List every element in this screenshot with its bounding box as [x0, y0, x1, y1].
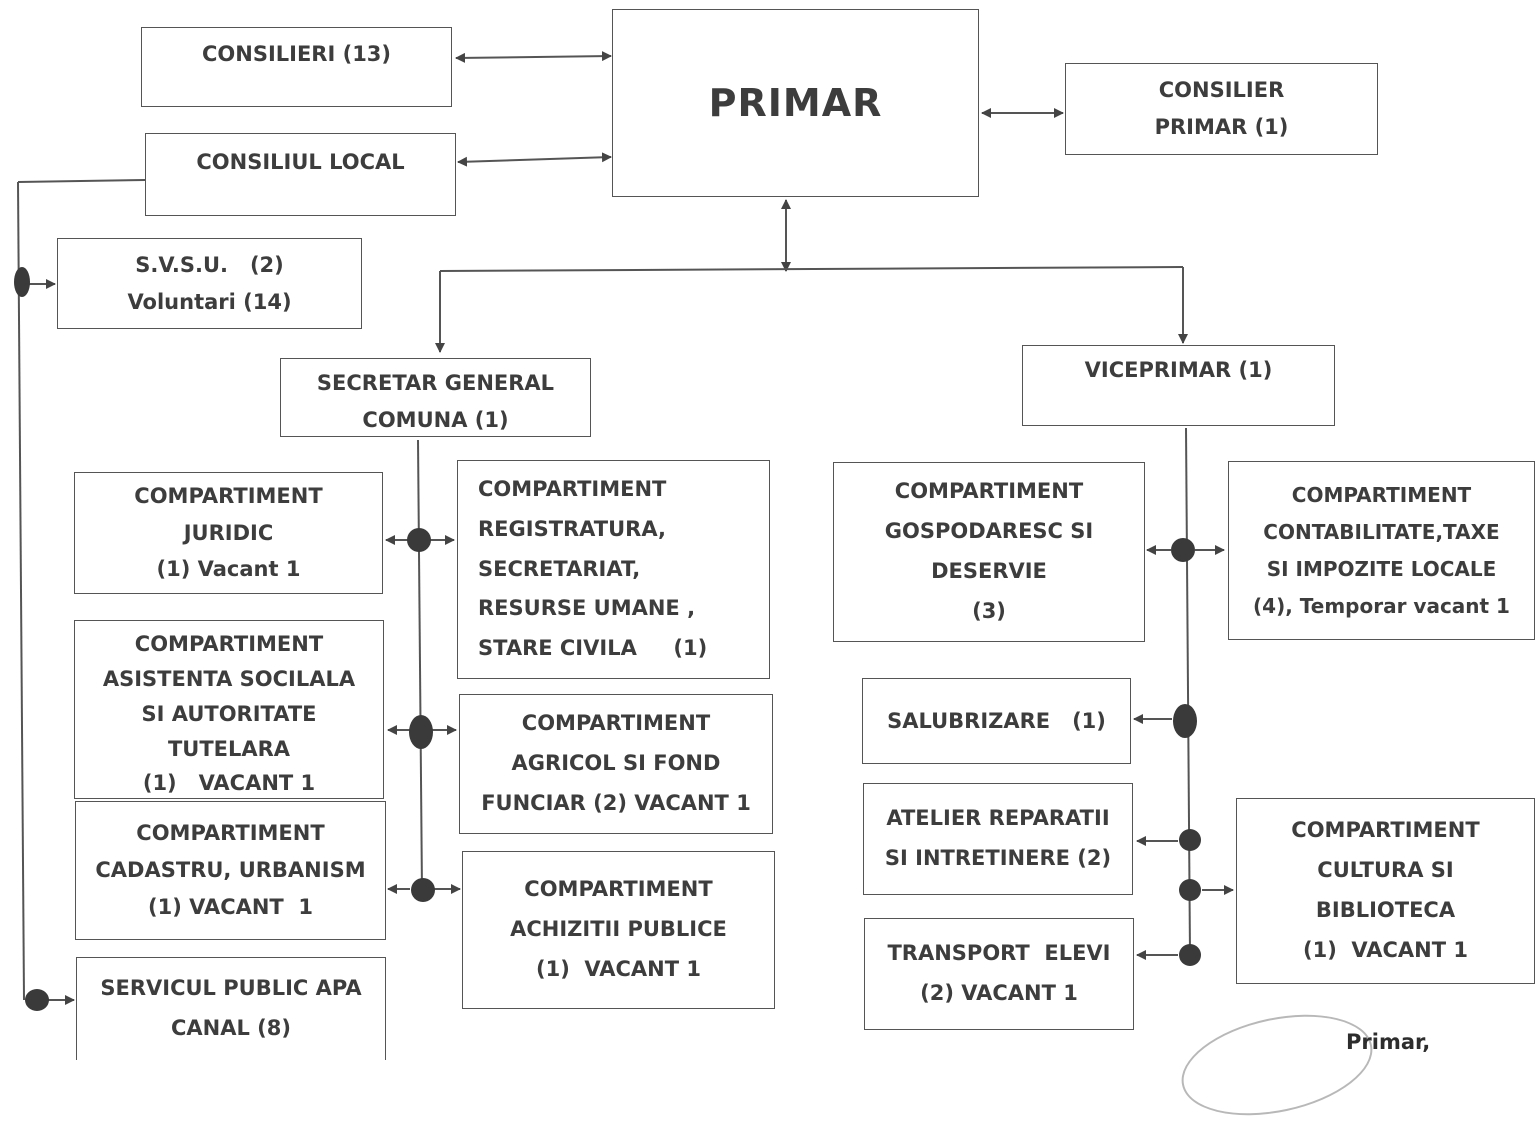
salubrizare-label: SALUBRIZARE (1) — [887, 708, 1106, 733]
connector-lines — [14, 51, 1234, 1011]
consilieri-label: CONSILIERI (13) — [201, 42, 392, 66]
secretar-line-1: SECRETAR GENERAL — [316, 371, 555, 395]
agricol-box: COMPARTIMENT AGRICOL SI FOND FUNCIAR (2)… — [459, 694, 773, 834]
gospodaresc-line-2: GOSPODARESC SI — [884, 519, 1094, 544]
registratura-line-5: STARE CIVILA (1) — [478, 636, 708, 661]
svsu-line-1: S.V.S.U. (2) — [135, 252, 284, 277]
asistenta-line-2: ASISTENTA SOCILALA — [102, 666, 356, 691]
apa-canal-line-2: CANAL (8) — [171, 1016, 291, 1040]
viceprimar-label: VICEPRIMAR (1) — [1084, 358, 1273, 382]
consiliul-local-label: CONSILIUL LOCAL — [196, 150, 405, 174]
contabilitate-line-1: COMPARTIMENT — [1291, 482, 1472, 507]
gospodaresc-line-4: (3) — [972, 598, 1006, 623]
cadastru-line-2: CADASTRU, URBANISM — [95, 858, 366, 883]
consilier-primar-line-1: CONSILIER — [1158, 78, 1285, 103]
registratura-line-1: COMPARTIMENT — [478, 476, 667, 501]
secretar-line-2: COMUNA (1) — [362, 407, 509, 432]
asistenta-line-4: TUTELARA — [167, 736, 291, 761]
cadastru-line-3: (1) VACANT 1 — [148, 894, 313, 919]
gospodaresc-box: COMPARTIMENT GOSPODARESC SI DESERVIE (3) — [833, 462, 1145, 642]
svsu-line-2: Voluntari (14) — [127, 289, 292, 314]
cultura-line-2: CULTURA SI — [1317, 858, 1454, 883]
achizitii-line-2: ACHIZITII PUBLICE — [510, 917, 727, 942]
atelier-box: ATELIER REPARATII SI INTRETINERE (2) — [863, 783, 1133, 895]
cultura-line-4: (1) VACANT 1 — [1303, 937, 1468, 962]
registratura-box: COMPARTIMENT REGISTRATURA, SECRETARIAT, … — [457, 460, 770, 679]
transport-line-2: (2) VACANT 1 — [920, 981, 1078, 1005]
agricol-line-2: AGRICOL SI FOND — [511, 751, 721, 776]
asistenta-line-5: (1) VACANT 1 — [142, 771, 316, 796]
achizitii-line-1: COMPARTIMENT — [524, 877, 713, 902]
registratura-line-2: REGISTRATURA, — [478, 516, 666, 541]
agricol-line-1: COMPARTIMENT — [521, 711, 711, 736]
consilier-primar-line-2: PRIMAR (1) — [1154, 115, 1289, 139]
asistenta-line-3: SI AUTORITATE — [141, 701, 317, 726]
primar-label: PRIMAR — [708, 81, 883, 125]
atelier-line-1: ATELIER REPARATII — [886, 806, 1110, 831]
asistenta-line-1: COMPARTIMENT — [134, 632, 324, 656]
contabilitate-box: COMPARTIMENT CONTABILITATE,TAXE SI IMPOZ… — [1228, 461, 1535, 640]
agricol-line-3: FUNCIAR (2) VACANT 1 — [481, 790, 751, 815]
consilieri-box: CONSILIERI (13) — [141, 27, 452, 107]
registratura-line-4: RESURSE UMANE , — [478, 596, 696, 621]
signature-label: Primar, — [1346, 1030, 1431, 1054]
contabilitate-line-4: (4), Temporar vacant 1 — [1253, 593, 1510, 618]
svsu-box: S.V.S.U. (2) Voluntari (14) — [57, 238, 362, 329]
cultura-line-3: BIBLIOTECA — [1315, 898, 1456, 922]
achizitii-line-3: (1) VACANT 1 — [536, 956, 701, 981]
contabilitate-line-3: SI IMPOZITE LOCALE — [1266, 556, 1497, 581]
primar-box: PRIMAR — [612, 9, 979, 197]
juridic-line-2: JURIDIC — [183, 520, 274, 545]
cultura-box: COMPARTIMENT CULTURA SI BIBLIOTECA (1) V… — [1236, 798, 1535, 984]
secretar-general-box: SECRETAR GENERAL COMUNA (1) — [280, 358, 591, 437]
apa-canal-box: SERVICUL PUBLIC APA CANAL (8) — [76, 957, 386, 1060]
achizitii-box: COMPARTIMENT ACHIZITII PUBLICE (1) VACAN… — [462, 851, 775, 1009]
cultura-line-1: COMPARTIMENT — [1291, 818, 1480, 843]
juridic-line-1: COMPARTIMENT — [134, 483, 323, 508]
consiliul-local-box: CONSILIUL LOCAL — [145, 133, 456, 216]
registratura-line-3: SECRETARIAT, — [478, 556, 641, 581]
gospodaresc-line-1: COMPARTIMENT — [894, 479, 1084, 504]
cadastru-line-1: COMPARTIMENT — [136, 821, 325, 846]
apa-canal-line-1: SERVICUL PUBLIC APA — [100, 976, 362, 1001]
contabilitate-line-2: CONTABILITATE,TAXE — [1263, 519, 1500, 544]
asistenta-sociala-box: COMPARTIMENT ASISTENTA SOCILALA SI AUTOR… — [74, 620, 384, 799]
consilier-primar-box: CONSILIER PRIMAR (1) — [1065, 63, 1378, 155]
juridic-box: COMPARTIMENT JURIDIC (1) Vacant 1 — [74, 472, 383, 594]
juridic-line-3: (1) Vacant 1 — [156, 557, 301, 582]
salubrizare-box: SALUBRIZARE (1) — [862, 678, 1131, 764]
gospodaresc-line-3: DESERVIE — [931, 559, 1047, 583]
atelier-line-2: SI INTRETINERE (2) — [884, 846, 1112, 870]
transport-line-1: TRANSPORT ELEVI — [887, 941, 1111, 966]
viceprimar-box: VICEPRIMAR (1) — [1022, 345, 1335, 426]
cadastru-box: COMPARTIMENT CADASTRU, URBANISM (1) VACA… — [75, 801, 386, 940]
transport-elevi-box: TRANSPORT ELEVI (2) VACANT 1 — [864, 918, 1134, 1030]
